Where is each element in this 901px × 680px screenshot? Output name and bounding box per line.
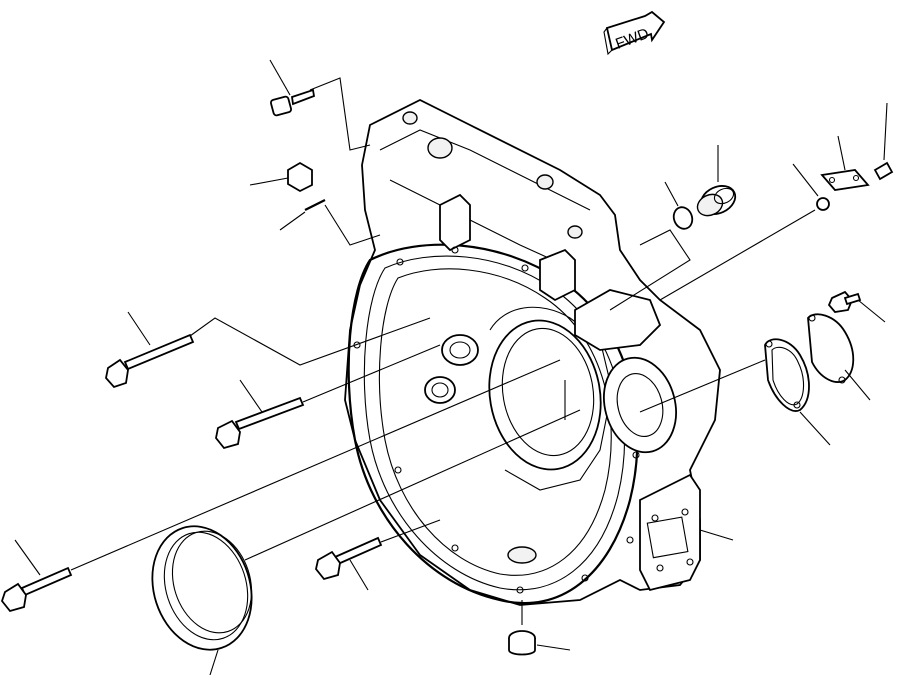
small-screw-top: [873, 102, 894, 181]
long-bolt-lower: [0, 359, 561, 613]
cover-plate: [807, 313, 871, 401]
cover-plate-small: [820, 135, 870, 191]
bottom-plug: [508, 600, 571, 656]
spring-pin: [279, 199, 381, 246]
gasket: [639, 338, 831, 446]
leader-line-mounting: [699, 529, 734, 541]
flywheel-housing: [344, 98, 721, 606]
long-bolt-upper: [105, 311, 431, 389]
forward-direction-arrow: FWD: [603, 10, 666, 56]
threaded-plug: [696, 145, 737, 217]
o-ring: [609, 181, 694, 311]
cover-bolt: [827, 290, 886, 323]
long-bolt-middle: [215, 344, 441, 450]
short-bolt: [315, 519, 441, 591]
top-bolt: [269, 59, 371, 151]
oil-seal: [151, 409, 581, 676]
dowel-pin: [249, 161, 313, 193]
small-plug: [659, 163, 830, 301]
